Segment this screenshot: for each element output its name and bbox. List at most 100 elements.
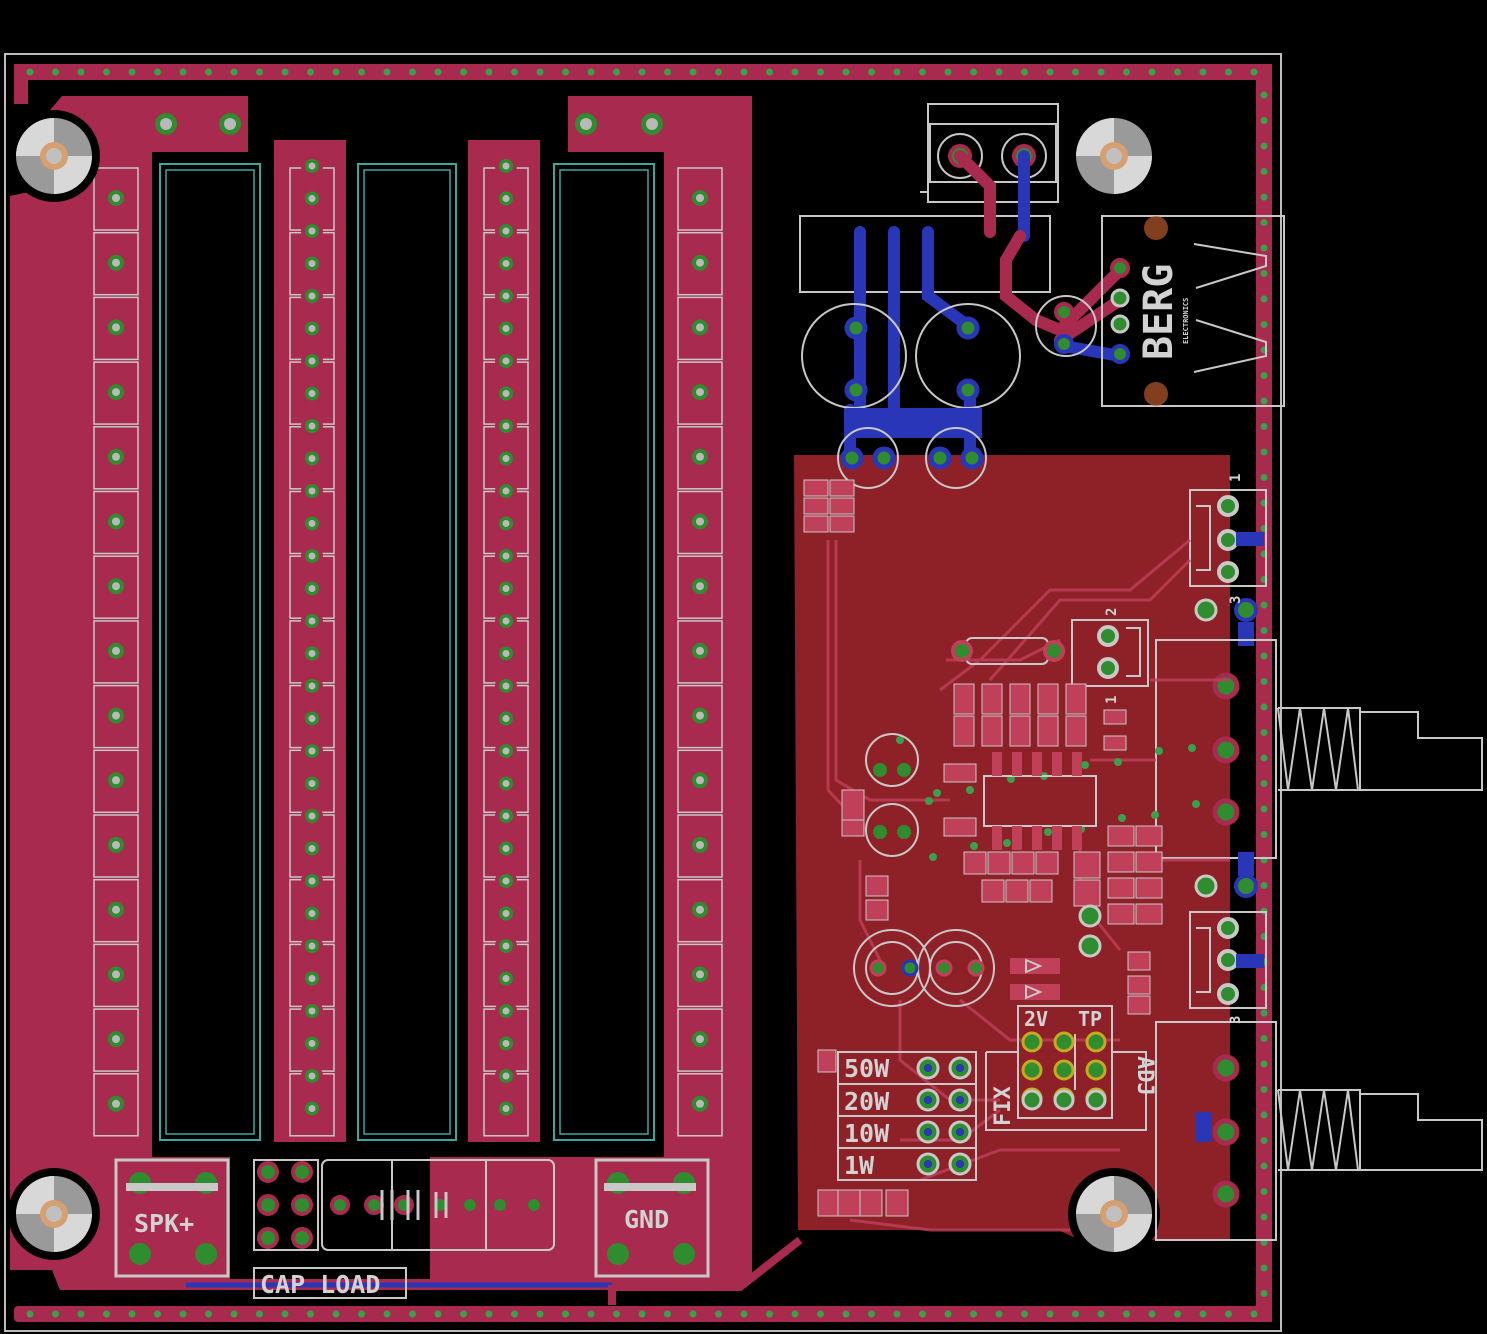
hole-shade — [1076, 1176, 1152, 1252]
smd-pad — [885, 1189, 909, 1217]
select-drill — [924, 1064, 932, 1072]
ring-via — [77, 68, 85, 76]
label-1w: 1W — [844, 1151, 875, 1180]
smd-pad — [1135, 903, 1163, 925]
smd-pad — [1065, 715, 1087, 747]
label-20w: 20W — [844, 1087, 890, 1116]
ring-via — [1199, 68, 1207, 76]
ring-via — [1260, 627, 1268, 634]
ring-via — [1260, 1188, 1268, 1195]
resistor-drill — [696, 258, 704, 267]
resistor-drill — [112, 776, 120, 785]
resistor-drill — [502, 325, 510, 332]
smd-pad — [1107, 877, 1135, 899]
resistor-drill — [308, 1072, 316, 1080]
mode-pad — [1085, 1059, 1107, 1081]
smd-pad — [841, 789, 865, 821]
resistor-pad-outline — [677, 620, 723, 684]
smd-pad — [1035, 851, 1059, 875]
resistor-drill — [112, 452, 120, 461]
ring-via — [128, 1310, 136, 1318]
via — [1114, 758, 1122, 766]
ring-via — [1260, 1086, 1268, 1093]
resistor-drill — [308, 910, 316, 917]
resistor-drill — [502, 845, 510, 852]
ring-via — [868, 1310, 875, 1318]
resistor-drill — [502, 487, 510, 495]
resistor-pad-outline — [93, 1073, 139, 1137]
mode-select-pads — [1021, 1031, 1107, 1111]
ring-via — [1260, 372, 1268, 379]
smd-pad — [1037, 715, 1059, 747]
mounting-holes — [8, 110, 1160, 1260]
ring-via — [332, 1310, 340, 1318]
smd-pad — [817, 1049, 837, 1073]
label-tp: TP — [1078, 1007, 1102, 1031]
label-10w: 10W — [844, 1119, 890, 1148]
usb-connector — [1101, 215, 1285, 407]
ring-via — [511, 1310, 518, 1318]
ring-via — [179, 1310, 187, 1318]
ring-via — [1174, 1310, 1181, 1318]
hole-drill — [1106, 148, 1122, 164]
hole-drill — [1106, 1206, 1122, 1222]
ring-via — [1260, 270, 1268, 277]
ring-via — [536, 68, 544, 76]
ring-via — [664, 1310, 671, 1318]
ring-via — [1250, 1310, 1258, 1318]
ring-via — [332, 68, 340, 76]
ring-via — [1260, 1060, 1268, 1068]
resistor-drill — [502, 780, 510, 787]
select-drill — [956, 1096, 964, 1104]
ring-via — [1260, 831, 1268, 838]
ring-via — [1021, 68, 1028, 76]
diodes — [1010, 958, 1060, 1000]
resistor-pad-outline — [93, 426, 139, 490]
ring-via — [689, 68, 697, 76]
ring-via — [434, 1310, 442, 1318]
resistor-drill — [696, 1035, 704, 1044]
via — [1192, 800, 1200, 808]
mode-pad — [1053, 1089, 1075, 1111]
bulk-capacitors — [801, 303, 1021, 489]
ring-via — [307, 1310, 314, 1318]
label-2v: 2V — [1024, 1007, 1048, 1031]
resistor-drill — [502, 357, 510, 365]
ring-via — [740, 68, 748, 76]
resistor-drill — [308, 422, 316, 430]
ring-via — [1260, 601, 1268, 609]
resistor-drill — [308, 942, 316, 950]
select-drill — [956, 1160, 964, 1168]
resistor-drill — [696, 582, 704, 591]
ring-via — [1097, 68, 1105, 76]
resistor-drill — [502, 650, 510, 657]
ring-via — [1260, 1009, 1268, 1017]
ring-via — [740, 1310, 748, 1318]
resistor-drill — [308, 325, 316, 332]
resistor-drill — [502, 1072, 510, 1080]
ring-via — [1225, 1310, 1232, 1318]
smd-pad — [1037, 683, 1059, 715]
resistor-drill — [502, 812, 510, 820]
top-trace-exit — [608, 1236, 803, 1305]
smd-pad — [1011, 851, 1035, 875]
resistor-drill — [308, 227, 316, 235]
ring-via — [1021, 1310, 1028, 1318]
resistor-drill — [308, 162, 316, 170]
smd-pad — [1127, 951, 1151, 971]
ring-via — [1260, 1137, 1268, 1144]
ring-via — [766, 1310, 773, 1318]
via — [966, 786, 974, 794]
resistor-drill — [696, 194, 704, 202]
ring-via — [358, 1310, 365, 1318]
resistor-drill — [308, 617, 316, 625]
via — [933, 789, 941, 797]
resistor-pad-outline — [677, 684, 723, 749]
resistor-pad-outline — [93, 296, 139, 361]
via — [1155, 747, 1163, 755]
mode-pad — [1021, 1059, 1043, 1081]
resistor-drill — [308, 780, 316, 787]
spk-label: SPK+ — [134, 1209, 194, 1238]
smd-pad — [963, 851, 987, 875]
lower-gap-2 — [430, 1157, 450, 1279]
